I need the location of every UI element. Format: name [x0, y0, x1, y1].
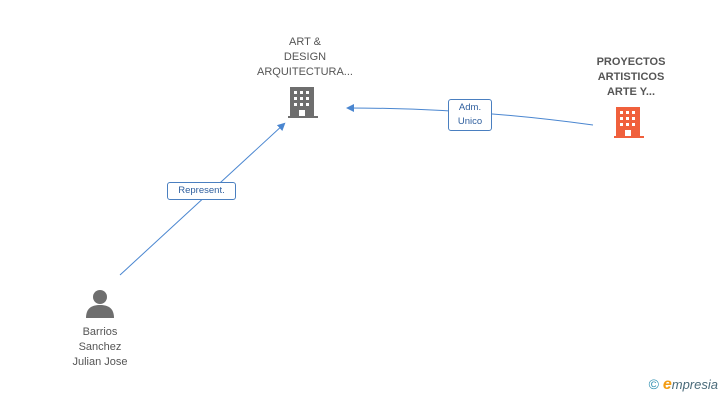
node-barrios-label-line-2: Sanchez	[78, 341, 122, 353]
node-art-design-label-line-3: ARQUITECTURA...	[257, 66, 353, 78]
node-barrios-label-line-3: Julian Jose	[72, 356, 128, 368]
footer-brand[interactable]: © empresia	[649, 376, 718, 394]
brand-name: mpresia	[671, 377, 718, 392]
node-art-design-label: ART & DESIGN ARQUITECTURA...	[250, 35, 360, 80]
node-barrios-label: Barrios Sanchez Julian Jose	[50, 325, 150, 370]
edge-adm-unico-label[interactable]: Adm. Unico	[448, 99, 492, 131]
node-proyectos-label: PROYECTOS ARTISTICOS ARTE Y...	[576, 55, 686, 100]
node-art-design-label-line-1: ART &	[289, 36, 321, 48]
node-proyectos-label-line-3: ARTE Y...	[606, 86, 656, 98]
edge-represent-label[interactable]: Represent.	[167, 182, 236, 200]
building-icon	[614, 107, 644, 138]
brand-logo-e: e	[662, 376, 672, 393]
node-art-design[interactable]: ART & DESIGN ARQUITECTURA...	[250, 35, 360, 125]
building-icon	[288, 87, 318, 118]
copyright-symbol: ©	[648, 376, 659, 392]
person-icon	[86, 290, 114, 318]
edge-adm-unico-label-line-2: Unico	[457, 116, 483, 127]
node-proyectos[interactable]: PROYECTOS ARTISTICOS ARTE Y...	[576, 55, 686, 145]
edge-adm-unico-label-line-1: Adm.	[458, 102, 482, 113]
node-proyectos-label-line-1: PROYECTOS	[596, 56, 666, 68]
node-barrios[interactable]: Barrios Sanchez Julian Jose	[50, 288, 150, 370]
node-proyectos-label-line-2: ARTISTICOS	[597, 71, 665, 83]
node-barrios-label-line-1: Barrios	[82, 326, 118, 338]
edge-represent-label-line-1: Represent.	[178, 185, 225, 196]
node-art-design-label-line-2: DESIGN	[283, 51, 327, 63]
